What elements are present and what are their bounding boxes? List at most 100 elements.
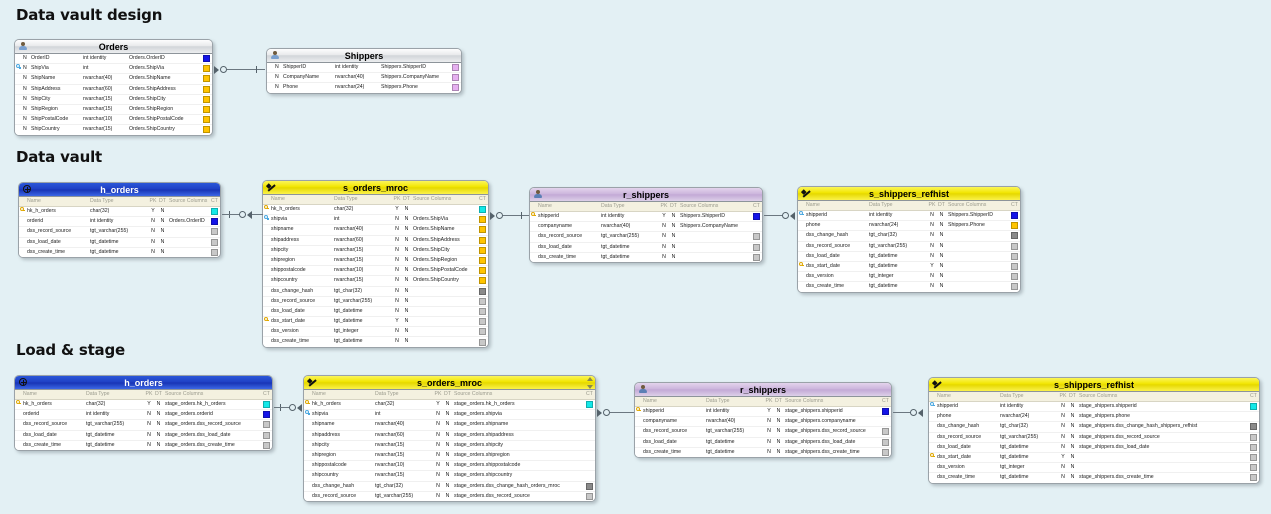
entity-title-bar[interactable]: Orders [15,40,212,54]
column-color-tag [477,205,488,214]
entity-title-bar[interactable]: h_orders [19,183,220,197]
entity-title-bar[interactable]: s_orders_mroc [263,181,488,195]
relationship-bar-r-shippers-vault [521,212,522,219]
entity-title-bar[interactable]: Shippers [267,49,461,63]
column-color-tag [584,492,595,501]
entity-title-bar[interactable]: s_shippers_refhist [798,187,1020,201]
entity-title-bar[interactable]: h_orders [15,376,272,390]
entity-scrollbar[interactable] [586,376,594,389]
entity-title-bar[interactable]: s_orders_mroc [304,376,595,390]
column-name: dss_record_source [23,421,68,428]
entity-title-bar[interactable]: s_shippers_refhist [929,378,1259,392]
entity-title-bar[interactable]: r_shippers [530,188,762,202]
entity-title-bar[interactable]: r_shippers [635,383,891,397]
nullable-flag: N [275,74,279,81]
column-source: stage_shippers.dss_change_hash_shippers_… [1079,423,1198,430]
key-cell [304,461,311,470]
